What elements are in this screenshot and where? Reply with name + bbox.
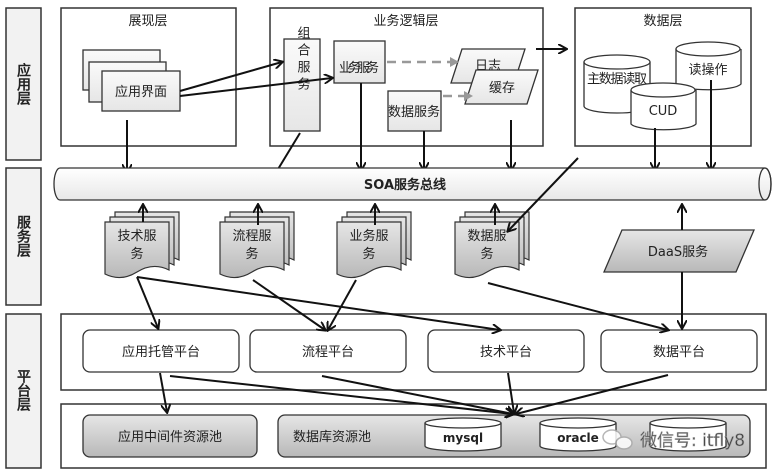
platform-box: 技术平台 [427,329,585,373]
soa-service-bus: SOA服务总线 [53,167,772,201]
data-layer-title: 数据层 [643,14,682,29]
data-service-box: 数据服务 [388,104,440,120]
read-op-label: 读操作 [688,62,727,78]
mysql-cylinder: mysql [424,417,502,452]
database-pool: 数据库资源池 mysql oracle [277,414,751,458]
platform-box: 应用托管平台 [82,329,240,373]
platform-box: 数据平台 [600,329,758,373]
composite-service-box: 组合服务 [295,26,311,94]
service-label: 业务服务 [349,229,389,262]
app-ui-box: 应用界面 [115,84,167,100]
middleware-pool: 应用中间件资源池 [82,414,258,458]
arrow [487,282,668,330]
business-logic-title: 业务逻辑层 [373,13,438,29]
master-read-label: 主数据读取 [587,72,647,87]
arrow [328,279,357,330]
watermark: 微信号: itfly8 [602,429,745,451]
business-logic-layer: 业务逻辑层 组合服务 业务服务 数据服务 日志 缓存 [269,7,544,147]
service-label: 流程服务 [232,229,272,262]
arrow [169,375,513,414]
layer-label-text: 服务层 [15,215,31,258]
layer-label-app: 应用层 [5,7,42,161]
platform-label: 技术平台 [480,345,532,360]
service-label: 数据服务 [467,229,507,262]
platform-label: 流程平台 [302,345,354,360]
watermark-text: 微信号: itfly8 [640,431,745,451]
arrow [179,78,332,97]
arrow [136,276,158,328]
platform-label: 数据平台 [653,345,705,360]
service-doc: 业务服务 [336,211,412,279]
arrow [507,372,514,413]
cud-cylinder: CUD [630,82,697,131]
presentation-title: 展现层 [128,14,167,29]
data-layer: 数据层 主数据读取 读操作 CUD [574,7,752,147]
service-label: 技术服务 [117,229,157,262]
bus-label: SOA服务总线 [364,177,446,193]
cache-box: 缓存 [489,81,515,96]
database-cylinder [649,417,727,452]
platform-label: 应用托管平台 [122,344,200,360]
presentation-layer: 展现层 应用界面 [60,7,237,147]
layer-label-platform: 平台层 [5,313,42,469]
daas-service: DaaS服务 [603,229,755,273]
cud-label: CUD [649,104,678,119]
arrow [516,374,669,414]
service-doc: 技术服务 [104,211,180,279]
business-service-box: 业务服务 [339,60,379,76]
arrow [252,279,325,330]
middleware-pool-label: 应用中间件资源池 [118,429,222,445]
platform-box: 流程平台 [249,329,407,373]
oracle-cylinder: oracle [539,417,617,452]
layer-label-text: 平台层 [15,369,31,412]
daas-label: DaaS服务 [648,244,708,260]
arrow [508,157,579,231]
arrow [321,375,513,414]
oracle-label: oracle [557,431,599,445]
mysql-label: mysql [443,431,483,445]
database-pool-label: 数据库资源池 [293,429,371,445]
arrow [179,62,282,92]
arrow [159,372,167,412]
service-doc: 流程服务 [219,211,295,279]
layer-label-text: 应用层 [15,62,31,106]
read-op-cylinder: 读操作 [675,41,742,91]
arrow [136,276,500,330]
layer-label-service: 服务层 [5,167,42,306]
